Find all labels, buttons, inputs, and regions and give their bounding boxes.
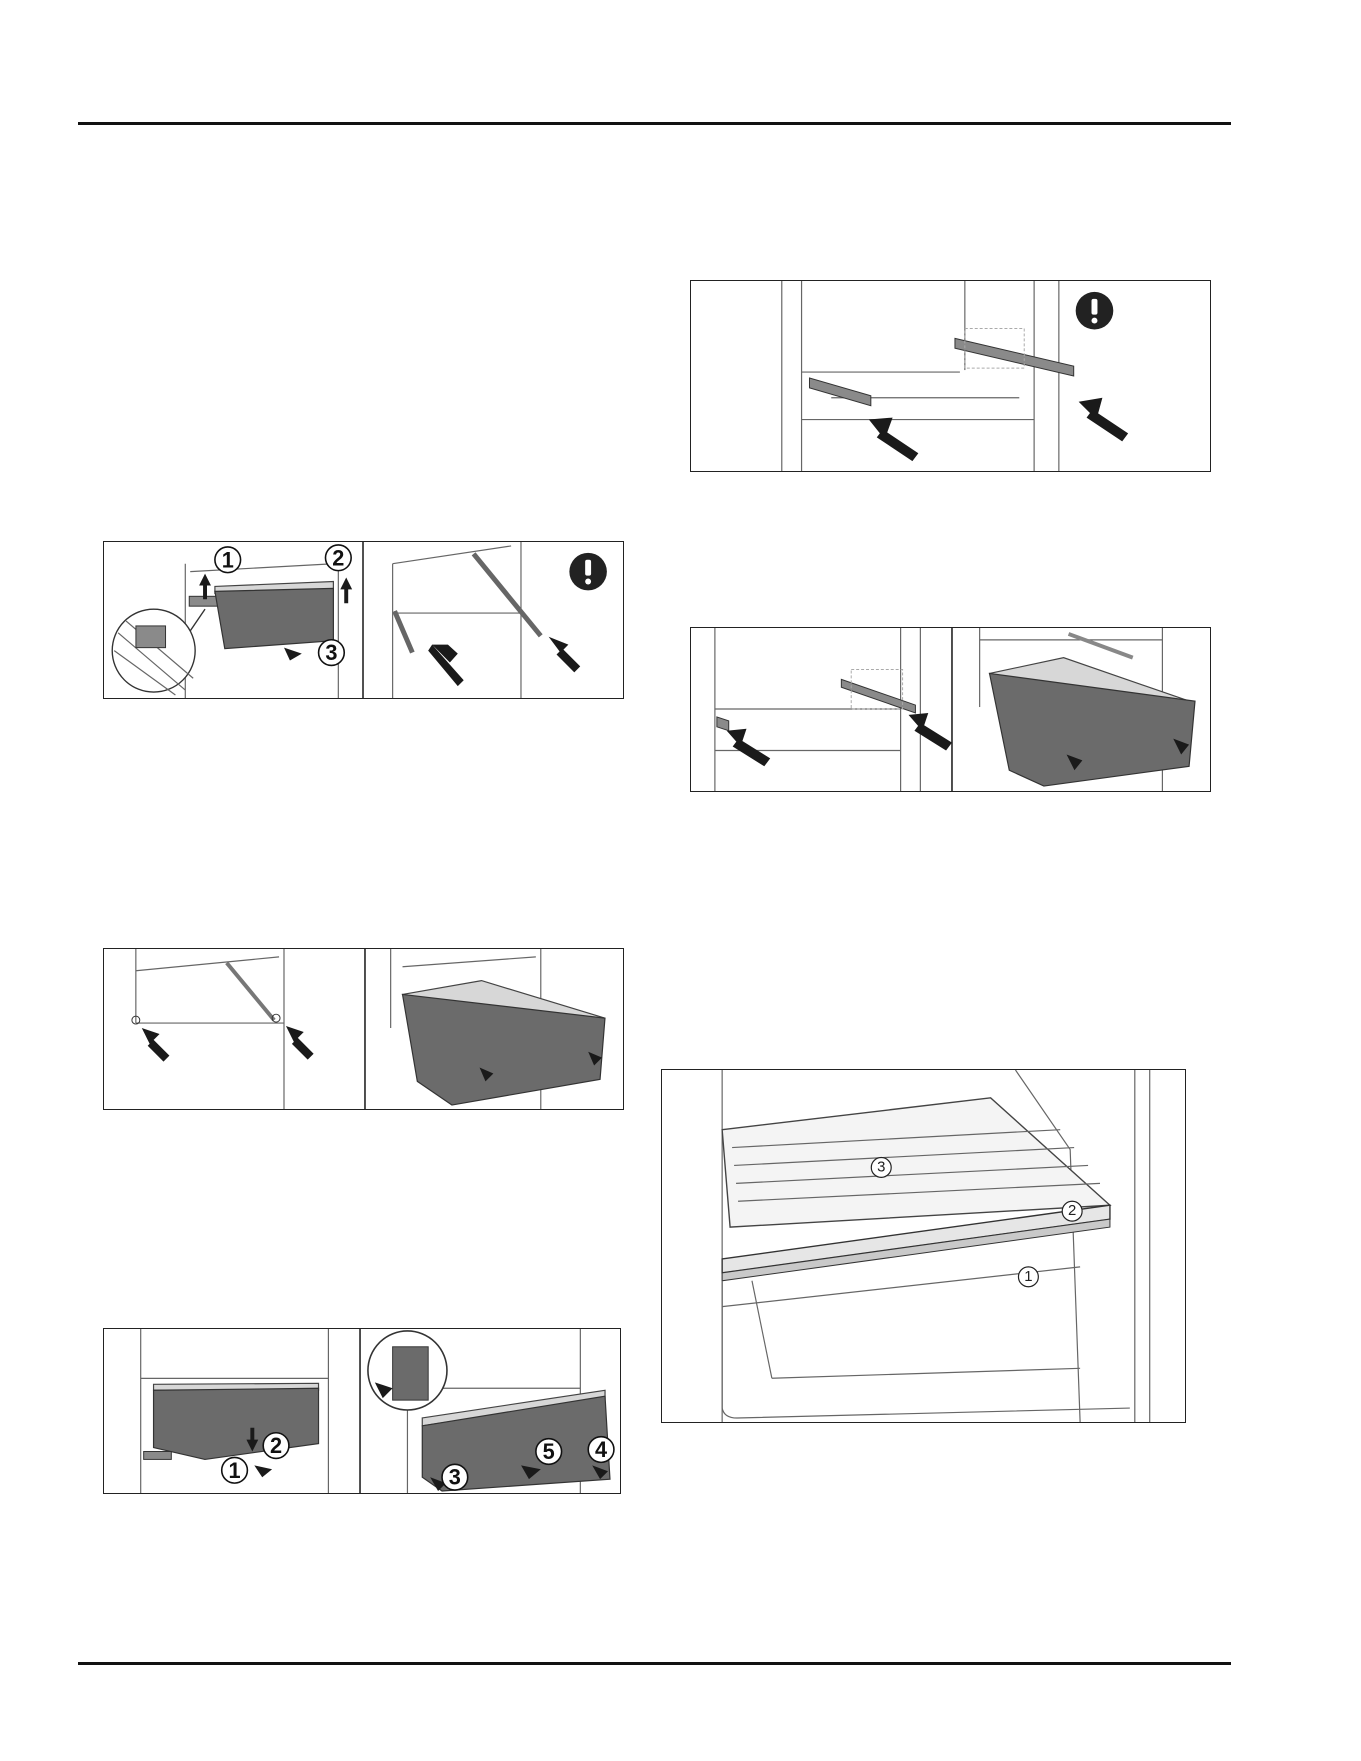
up-arrow-icon — [199, 574, 211, 600]
push-arrow-icon — [428, 645, 464, 686]
push-arrow-icon — [286, 1026, 314, 1060]
step-label-1: 1 — [229, 1458, 241, 1483]
push-arrow-icon — [909, 713, 952, 751]
callout-label-3: 3 — [877, 1159, 885, 1175]
figure-drawer-removal-svg: 1 2 3 — [104, 542, 623, 698]
push-arrow-icon — [1079, 398, 1128, 442]
figure-drawer-insertion-svg — [104, 949, 623, 1109]
figure-glass-shelf-svg: 3 2 1 — [662, 1070, 1185, 1422]
push-arrow-icon — [869, 418, 918, 462]
push-arrow-icon — [254, 1465, 272, 1477]
push-arrow-icon — [284, 648, 302, 661]
header-rule — [78, 122, 1231, 125]
push-arrow-icon — [549, 637, 581, 673]
step-label-2: 2 — [270, 1433, 282, 1458]
callout-label-2: 2 — [1068, 1203, 1076, 1219]
up-arrow-icon — [340, 578, 352, 604]
figure-telescopic-rails — [690, 280, 1211, 472]
figure-drawer-removal: 1 2 3 — [103, 541, 624, 699]
push-arrow-icon — [142, 1028, 170, 1062]
step-label-2: 2 — [332, 545, 344, 570]
figure-drawer-insertion — [103, 948, 624, 1110]
figure-drawer-steps: 2 1 5 4 3 — [103, 1328, 621, 1494]
figure-drawer-steps-svg: 2 1 5 4 3 — [104, 1329, 620, 1493]
step-label-4: 4 — [595, 1437, 607, 1462]
callout-label-1: 1 — [1024, 1269, 1032, 1285]
step-label-3: 3 — [325, 640, 337, 665]
figure-rails-drawer — [690, 627, 1211, 792]
figure-telescopic-rails-svg — [691, 281, 1210, 471]
step-label-3: 3 — [449, 1465, 461, 1490]
figure-rails-drawer-svg — [691, 628, 1210, 791]
figure-glass-shelf: 3 2 1 — [661, 1069, 1186, 1423]
step-label-1: 1 — [222, 547, 234, 572]
push-arrow-icon — [727, 729, 770, 767]
step-label-5: 5 — [543, 1439, 555, 1464]
footer-rule — [78, 1662, 1231, 1665]
